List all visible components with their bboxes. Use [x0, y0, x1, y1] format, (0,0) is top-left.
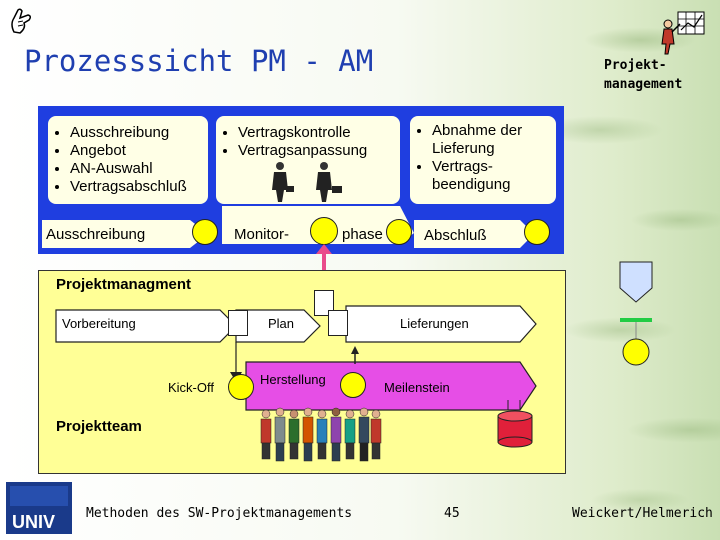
- project-heading: Projektmanagment: [56, 276, 192, 293]
- panel-item: Vertragsabschluß: [70, 178, 208, 196]
- footer-page-number: 45: [444, 506, 460, 521]
- subtitle-line-2: management: [604, 77, 683, 92]
- university-logo: UNIV: [6, 482, 72, 534]
- panel-item-line: beendigung: [432, 176, 511, 193]
- panel-ausschreibung: Ausschreibung Angebot AN-Auswahl Vertrag…: [48, 116, 208, 204]
- arrow-lieferungen: [345, 305, 537, 343]
- document-icon: [228, 310, 248, 336]
- project-team-people-icon: [260, 407, 382, 462]
- milestone-dot: [524, 219, 550, 245]
- subtitle-line-1: Projekt-: [604, 58, 667, 73]
- legend-green-bar: [620, 318, 652, 322]
- hand-pointer-icon: [11, 8, 32, 34]
- database-icon: [497, 410, 533, 448]
- legend-symbols: [619, 261, 653, 366]
- panel-item: Vertragskontrolle: [238, 124, 400, 142]
- document-icon: [314, 290, 334, 316]
- panel-item-line: Abnahme der: [432, 122, 523, 139]
- milestone-dot: [386, 219, 412, 245]
- legend-milestone-dot: [622, 338, 650, 366]
- label-meilenstein: Meilenstein: [384, 380, 450, 395]
- panel-abschluss: Abnahme der Lieferung Vertrags- beendigu…: [410, 116, 556, 204]
- milestone-dot: [340, 372, 366, 398]
- panel-item: Abnahme der Lieferung: [432, 122, 556, 158]
- panel-item: Vertrags- beendigung: [432, 158, 556, 194]
- label-vorbereitung: Vorbereitung: [62, 316, 136, 331]
- phase-label-monitor-suffix: phase: [342, 226, 383, 243]
- business-people-icon: [272, 162, 342, 202]
- milestone-dot: [192, 219, 218, 245]
- footer-authors: Weickert/Helmerich: [572, 506, 713, 521]
- page-title: Prozesssicht PM - AM: [24, 44, 374, 78]
- arrow-plan: [235, 309, 321, 343]
- document-icon: [328, 310, 348, 336]
- phase-label-abschluss: Abschluß: [424, 227, 487, 244]
- panel-item: Ausschreibung: [70, 124, 208, 142]
- phase-arrow-ausschreibung: [42, 220, 208, 248]
- page-subtitle: Projekt- management: [604, 56, 714, 94]
- team-heading: Projektteam: [56, 418, 142, 435]
- panel-item: Vertragsanpassung: [238, 142, 400, 160]
- arrow-herstellung: [245, 361, 537, 411]
- panel-item-line: Vertrags-: [432, 158, 493, 175]
- footer-course: Methoden des SW-Projektmanagements: [86, 506, 353, 521]
- label-kickoff: Kick-Off: [168, 380, 214, 395]
- phase-arrow-abschluss: [414, 220, 534, 248]
- milestone-dot: [228, 374, 254, 400]
- panel-item: AN-Auswahl: [70, 160, 208, 178]
- figure-with-chart-icon: [661, 11, 705, 55]
- panel-monitor: Vertragskontrolle Vertragsanpassung: [216, 116, 400, 204]
- phase-label-ausschreibung: Ausschreibung: [46, 226, 146, 243]
- panel-item: Angebot: [70, 142, 208, 160]
- label-plan: Plan: [268, 316, 295, 331]
- label-lieferungen: Lieferungen: [400, 316, 469, 331]
- panel-item-line: Lieferung: [432, 140, 495, 157]
- phase-label-monitor: Monitor-: [234, 226, 290, 243]
- label-herstellung: Herstellung: [260, 372, 326, 387]
- svg-text:UNIV: UNIV: [12, 512, 55, 532]
- legend-down-arrow-icon: [619, 261, 653, 303]
